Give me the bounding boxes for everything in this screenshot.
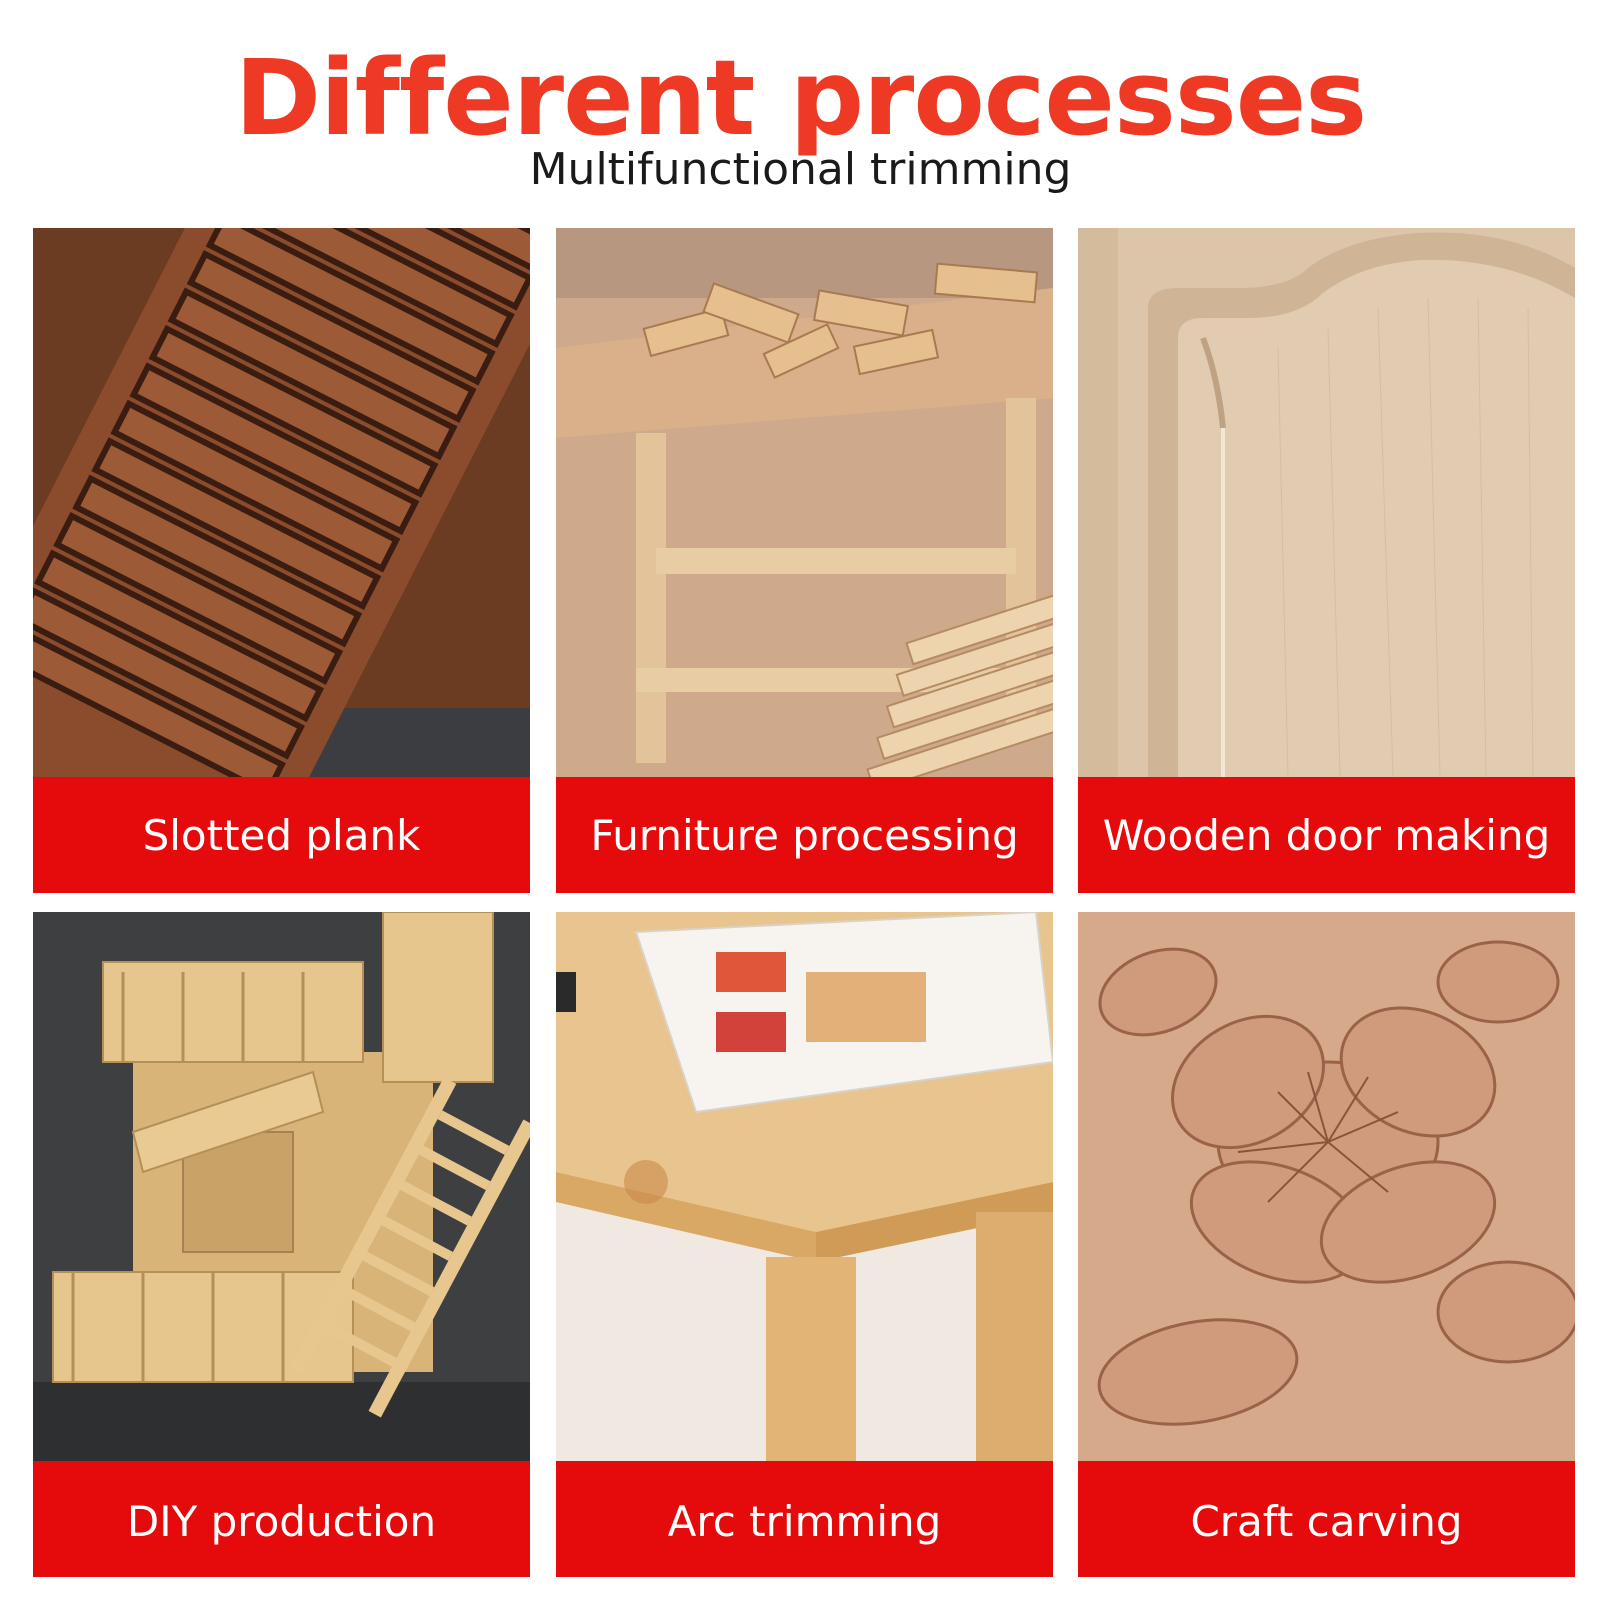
card-slotted-plank: Slotted plank <box>33 228 530 893</box>
label-bar: Wooden door making <box>1078 777 1575 893</box>
card-wooden-door-making: Wooden door making <box>1078 228 1575 893</box>
page-title: Different processes <box>234 37 1367 159</box>
card-diy-production: DIY production <box>33 912 530 1577</box>
label-bar: Craft carving <box>1078 1461 1575 1577</box>
floral-wood-carving-photo <box>1078 912 1575 1461</box>
label-bar: Slotted plank <box>33 777 530 893</box>
card-label: Wooden door making <box>1102 810 1551 860</box>
wooden-table-edge-photo <box>556 912 1053 1461</box>
card-label: Craft carving <box>1190 1496 1463 1546</box>
card-arc-trimming: Arc trimming <box>556 912 1053 1577</box>
wooden-door-photo <box>1078 228 1575 777</box>
label-bar: Arc trimming <box>556 1461 1053 1577</box>
furniture-workshop-photo <box>556 228 1053 777</box>
slotted-plank-photo <box>33 228 530 777</box>
card-label: DIY production <box>126 1496 437 1546</box>
card-label: Arc trimming <box>667 1496 942 1546</box>
card-furniture-processing: Furniture processing <box>556 228 1053 893</box>
card-label: Furniture processing <box>590 810 1019 860</box>
card-label: Slotted plank <box>142 810 421 860</box>
label-bar: DIY production <box>33 1461 530 1577</box>
page-subtitle: Multifunctional trimming <box>529 144 1072 195</box>
label-bar: Furniture processing <box>556 777 1053 893</box>
popsicle-stick-house-photo <box>33 912 530 1461</box>
card-craft-carving: Craft carving <box>1078 912 1575 1577</box>
